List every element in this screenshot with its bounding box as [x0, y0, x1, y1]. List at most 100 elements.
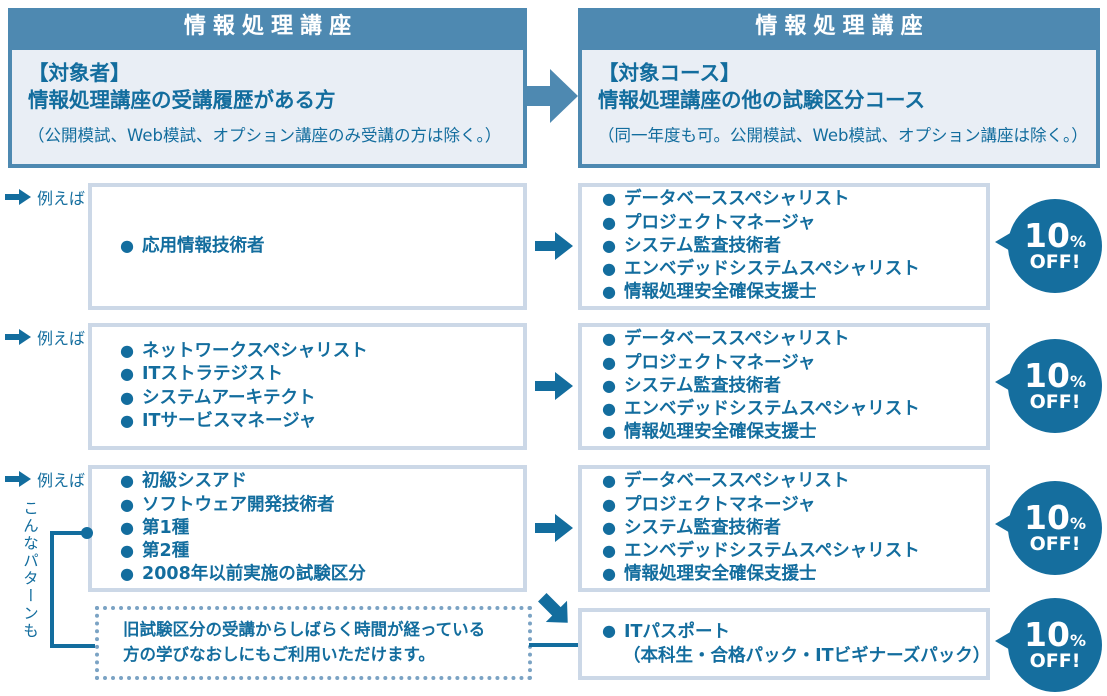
- badge-circle: 10% OFF!: [1008, 598, 1102, 692]
- example-label-3: 例えば: [5, 467, 85, 491]
- course-item: ● エンベデッドシステムスペシャリスト: [602, 258, 920, 281]
- bullet-icon: ●: [120, 517, 135, 537]
- course-item: ●システムアーキテクト: [120, 387, 368, 410]
- course-item-text: エンベデッドシステムスペシャリスト: [624, 399, 920, 420]
- right-header-subject: 情報処理講座の他の試験区分コース: [598, 88, 925, 113]
- bullet-icon: ●: [602, 235, 617, 255]
- course-item: ●情報処理安全確保支援士: [602, 563, 920, 586]
- bullet-icon: ●: [602, 259, 617, 279]
- course-item-text: ネットワークスペシャリスト: [142, 340, 368, 361]
- course-item: ● 情報処理安全確保支援士: [602, 421, 920, 444]
- bracket-bottom-line: [50, 644, 95, 648]
- course-item: ●第2種: [120, 540, 366, 563]
- bracket-vertical-line: [50, 531, 54, 648]
- course-item: ● システム監査技術者: [602, 235, 920, 258]
- course-item: ● 応用情報技術者: [120, 235, 265, 258]
- left-header-unit: 情報処理講座 【対象者】 情報処理講座の受講履歴がある方 （公開模試、Web模試…: [8, 8, 527, 168]
- bullet-icon: ●: [602, 422, 617, 442]
- course-item: ● 第1種: [120, 517, 366, 540]
- course-item: ●ソフトウェア開発技術者: [120, 494, 366, 517]
- bullet-icon: ●: [602, 375, 617, 395]
- bracket-top-line: [52, 531, 83, 535]
- bullet-icon: ●: [120, 364, 135, 384]
- badge-circle: 10% OFF!: [1008, 339, 1102, 433]
- bullet-icon: ●: [120, 494, 135, 514]
- course-item: ● エンベデッドシステムスペシャリスト: [602, 540, 920, 563]
- bullet-icon: ●: [602, 352, 617, 372]
- badge-unit: %: [1069, 513, 1086, 533]
- bullet-icon: ●: [602, 494, 617, 514]
- badge-suffix: OFF!: [1029, 250, 1081, 273]
- bullet-icon: ●: [602, 282, 617, 302]
- course-item-text: システム監査技術者: [624, 235, 782, 256]
- target-course-box-1: ●データベーススペシャリスト●プロジェクトマネージャ●システム監査技術者●エンベ…: [578, 183, 990, 310]
- header-right-arrow-icon: [526, 67, 578, 125]
- course-item: ●ITサービスマネージャ: [120, 410, 368, 433]
- right-header-note: （同一年度も可。公開模試、Web模試、オプション講座は除く。）: [598, 125, 1088, 145]
- course-item-text: 第2種: [142, 541, 190, 562]
- it-passport-box: ● ITパスポート （本科生・合格パック・ITビギナーズパック）: [578, 608, 990, 680]
- left-header-note: （公開模試、Web模試、オプション講座のみ受講の方は除く。）: [28, 125, 502, 145]
- course-item-text: ITストラテジスト: [142, 364, 283, 385]
- example-arrow-icon: [5, 189, 31, 205]
- target-course-box-2: ●データベーススペシャリスト●プロジェクトマネージャ●システム監査技術者●エンベ…: [578, 323, 990, 450]
- course-item-text: データベーススペシャリスト: [624, 471, 850, 492]
- course-item-text: データベーススペシャリスト: [624, 329, 850, 350]
- course-item-text: システム監査技術者: [624, 517, 782, 538]
- badge-value: 10: [1024, 355, 1070, 395]
- source-course-list-3: ●初級シスアド●ソフトウェア開発技術者●第1種●第2種●2008年以前実施の試験…: [92, 470, 366, 586]
- bullet-icon: ●: [120, 387, 135, 407]
- left-header-box: 【対象者】 情報処理講座の受講履歴がある方 （公開模試、Web模試、オプション講…: [8, 46, 527, 168]
- it-passport-label: ITパスポート: [624, 621, 730, 642]
- target-course-list-3: ●データベーススペシャリスト●プロジェクトマネージャ●システム監査技術者●エンベ…: [582, 470, 920, 586]
- badge-tail-icon: [995, 232, 1012, 252]
- course-item: ● プロジェクトマネージャ: [602, 494, 920, 517]
- example-label-2: 例えば: [5, 325, 85, 349]
- course-item-text: 初級シスアド: [142, 471, 248, 492]
- course-item-text: 応用情報技術者: [142, 235, 265, 256]
- discount-badge-1: 10% OFF!: [995, 199, 1103, 293]
- example-label-text: 例えば: [37, 471, 86, 490]
- course-item-text: エンベデッドシステムスペシャリスト: [624, 259, 920, 280]
- bullet-icon: ●: [602, 189, 617, 209]
- course-item-text: 第1種: [142, 517, 190, 538]
- example-arrow-icon: [5, 471, 31, 487]
- discount-badge-4: 10% OFF!: [995, 598, 1103, 692]
- course-item: ●プロジェクトマネージャ: [602, 212, 920, 235]
- badge-suffix: OFF!: [1029, 649, 1081, 672]
- it-passport-subtext: （本科生・合格パック・ITビギナーズパック）: [623, 646, 991, 666]
- target-course-list-1: ●データベーススペシャリスト●プロジェクトマネージャ●システム監査技術者●エンベ…: [582, 188, 920, 304]
- discount-badge-3: 10% OFF!: [995, 481, 1103, 575]
- course-item: ●エンベデッドシステムスペシャリスト: [602, 398, 920, 421]
- discount-badge-2: 10% OFF!: [995, 339, 1103, 433]
- bullet-icon: ●: [602, 471, 617, 491]
- row-arrow-icon-3: [535, 513, 573, 543]
- course-item: ● ITストラテジスト: [120, 363, 368, 386]
- badge-circle: 10% OFF!: [1008, 199, 1102, 293]
- bullet-icon: ●: [120, 235, 135, 255]
- badge-circle: 10% OFF!: [1008, 481, 1102, 575]
- source-course-box-3: ●初級シスアド●ソフトウェア開発技術者●第1種●第2種●2008年以前実施の試験…: [88, 465, 527, 592]
- bullet-icon: ●: [120, 340, 135, 360]
- course-item-text: データベーススペシャリスト: [624, 189, 850, 210]
- badge-value: 10: [1024, 215, 1070, 255]
- bullet-icon: ●: [602, 541, 617, 561]
- badge-unit: %: [1069, 231, 1086, 251]
- course-item-text: 情報処理安全確保支援士: [624, 422, 817, 443]
- badge-unit: %: [1069, 630, 1086, 650]
- badge-tail-icon: [995, 372, 1012, 392]
- course-item-text: 情報処理安全確保支援士: [624, 564, 817, 585]
- course-item-text: プロジェクトマネージャ: [624, 494, 816, 515]
- target-course-list-2: ●データベーススペシャリスト●プロジェクトマネージャ●システム監査技術者●エンベ…: [582, 328, 920, 444]
- left-header-title: 情報処理講座: [8, 8, 527, 46]
- relearn-note-line1: 旧試験区分の受講からしばらく時間が経っている: [123, 620, 486, 640]
- course-item-text: エンベデッドシステムスペシャリスト: [624, 541, 920, 562]
- bracket-dot: [81, 527, 93, 539]
- course-item-text: プロジェクトマネージャ: [624, 352, 816, 373]
- course-item: ●システム監査技術者: [602, 375, 920, 398]
- course-item: ● プロジェクトマネージャ: [602, 352, 920, 375]
- example-label-text: 例えば: [37, 329, 86, 348]
- pattern-vertical-label: こんなパターンも: [21, 500, 39, 640]
- course-item: ●初級シスアド: [120, 470, 366, 493]
- badge-suffix: OFF!: [1029, 390, 1081, 413]
